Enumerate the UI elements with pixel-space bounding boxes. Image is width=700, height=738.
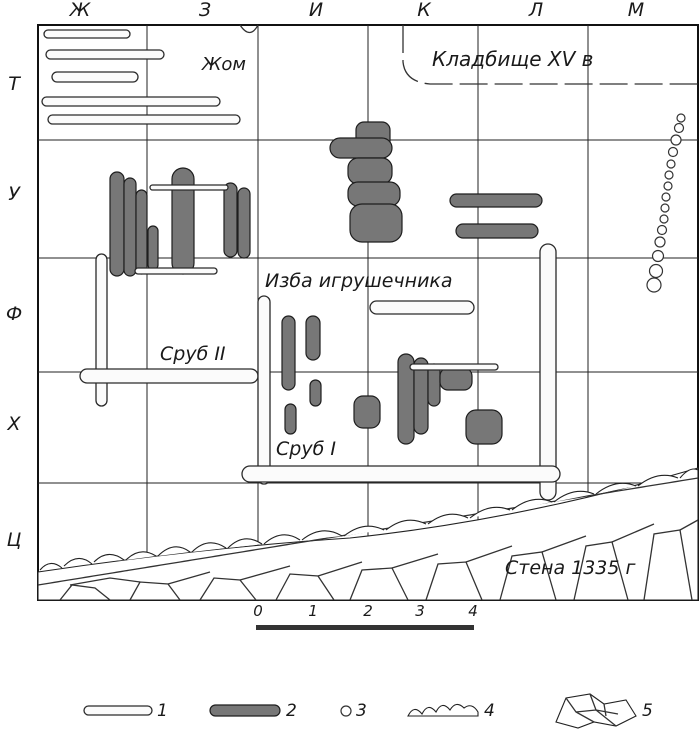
column-label: М xyxy=(628,0,644,21)
row-label: Х xyxy=(6,413,21,435)
wall-label: Стена 1335 г xyxy=(505,557,637,579)
scale-bar: 0 1 2 3 4 xyxy=(253,602,478,630)
scale-tick: 4 xyxy=(468,602,478,620)
legend-number: 1 xyxy=(157,701,168,721)
legend: 1 2 3 4 5 xyxy=(83,693,653,729)
central-logs xyxy=(329,121,403,243)
cemetery-label: Кладбище XV в xyxy=(432,47,593,71)
row-label: Ф xyxy=(6,303,22,325)
scale-tick: 1 xyxy=(308,602,318,620)
kurgan-logs xyxy=(449,193,543,239)
column-headers: Ж З И К Л М xyxy=(69,0,644,21)
legend-stone-paving-icon xyxy=(555,693,637,729)
scale-tick: 0 xyxy=(253,602,263,620)
row-labels: Т У Ф Х Ц xyxy=(6,73,22,551)
row-label: У xyxy=(8,183,21,205)
column-label: И xyxy=(309,0,323,21)
zhom-logs xyxy=(41,24,259,125)
column-label: Л xyxy=(528,0,543,21)
izba-label: Изба игрушечника xyxy=(265,270,453,292)
row-label: Ц xyxy=(7,529,22,551)
legend-number: 4 xyxy=(484,701,495,721)
column-label: К xyxy=(417,0,432,21)
legend-log-outline-icon xyxy=(83,705,153,716)
srub2-label: Сруб II xyxy=(160,343,226,365)
column-label: Ж xyxy=(69,0,92,21)
legend-log-hatched-icon xyxy=(209,704,281,717)
srub1-label: Сруб I xyxy=(276,438,336,460)
zhom-label: Жом xyxy=(201,54,246,75)
row-label: Т xyxy=(8,73,21,95)
stone-wall xyxy=(37,467,699,601)
legend-number: 3 xyxy=(356,701,367,721)
scale-tick: 2 xyxy=(363,602,373,620)
column-label: З xyxy=(199,0,211,21)
srub1-logs xyxy=(241,243,561,501)
legend-number: 2 xyxy=(286,701,297,721)
legend-number: 5 xyxy=(642,701,653,721)
scale-tick: 3 xyxy=(415,602,425,620)
legend-stone-row-icon xyxy=(407,703,479,717)
legend-ring-icon xyxy=(340,705,352,717)
srub2-logs xyxy=(79,167,259,407)
izba-log xyxy=(369,300,475,315)
ring-column xyxy=(646,113,686,293)
cemetery-boundary xyxy=(402,25,698,85)
